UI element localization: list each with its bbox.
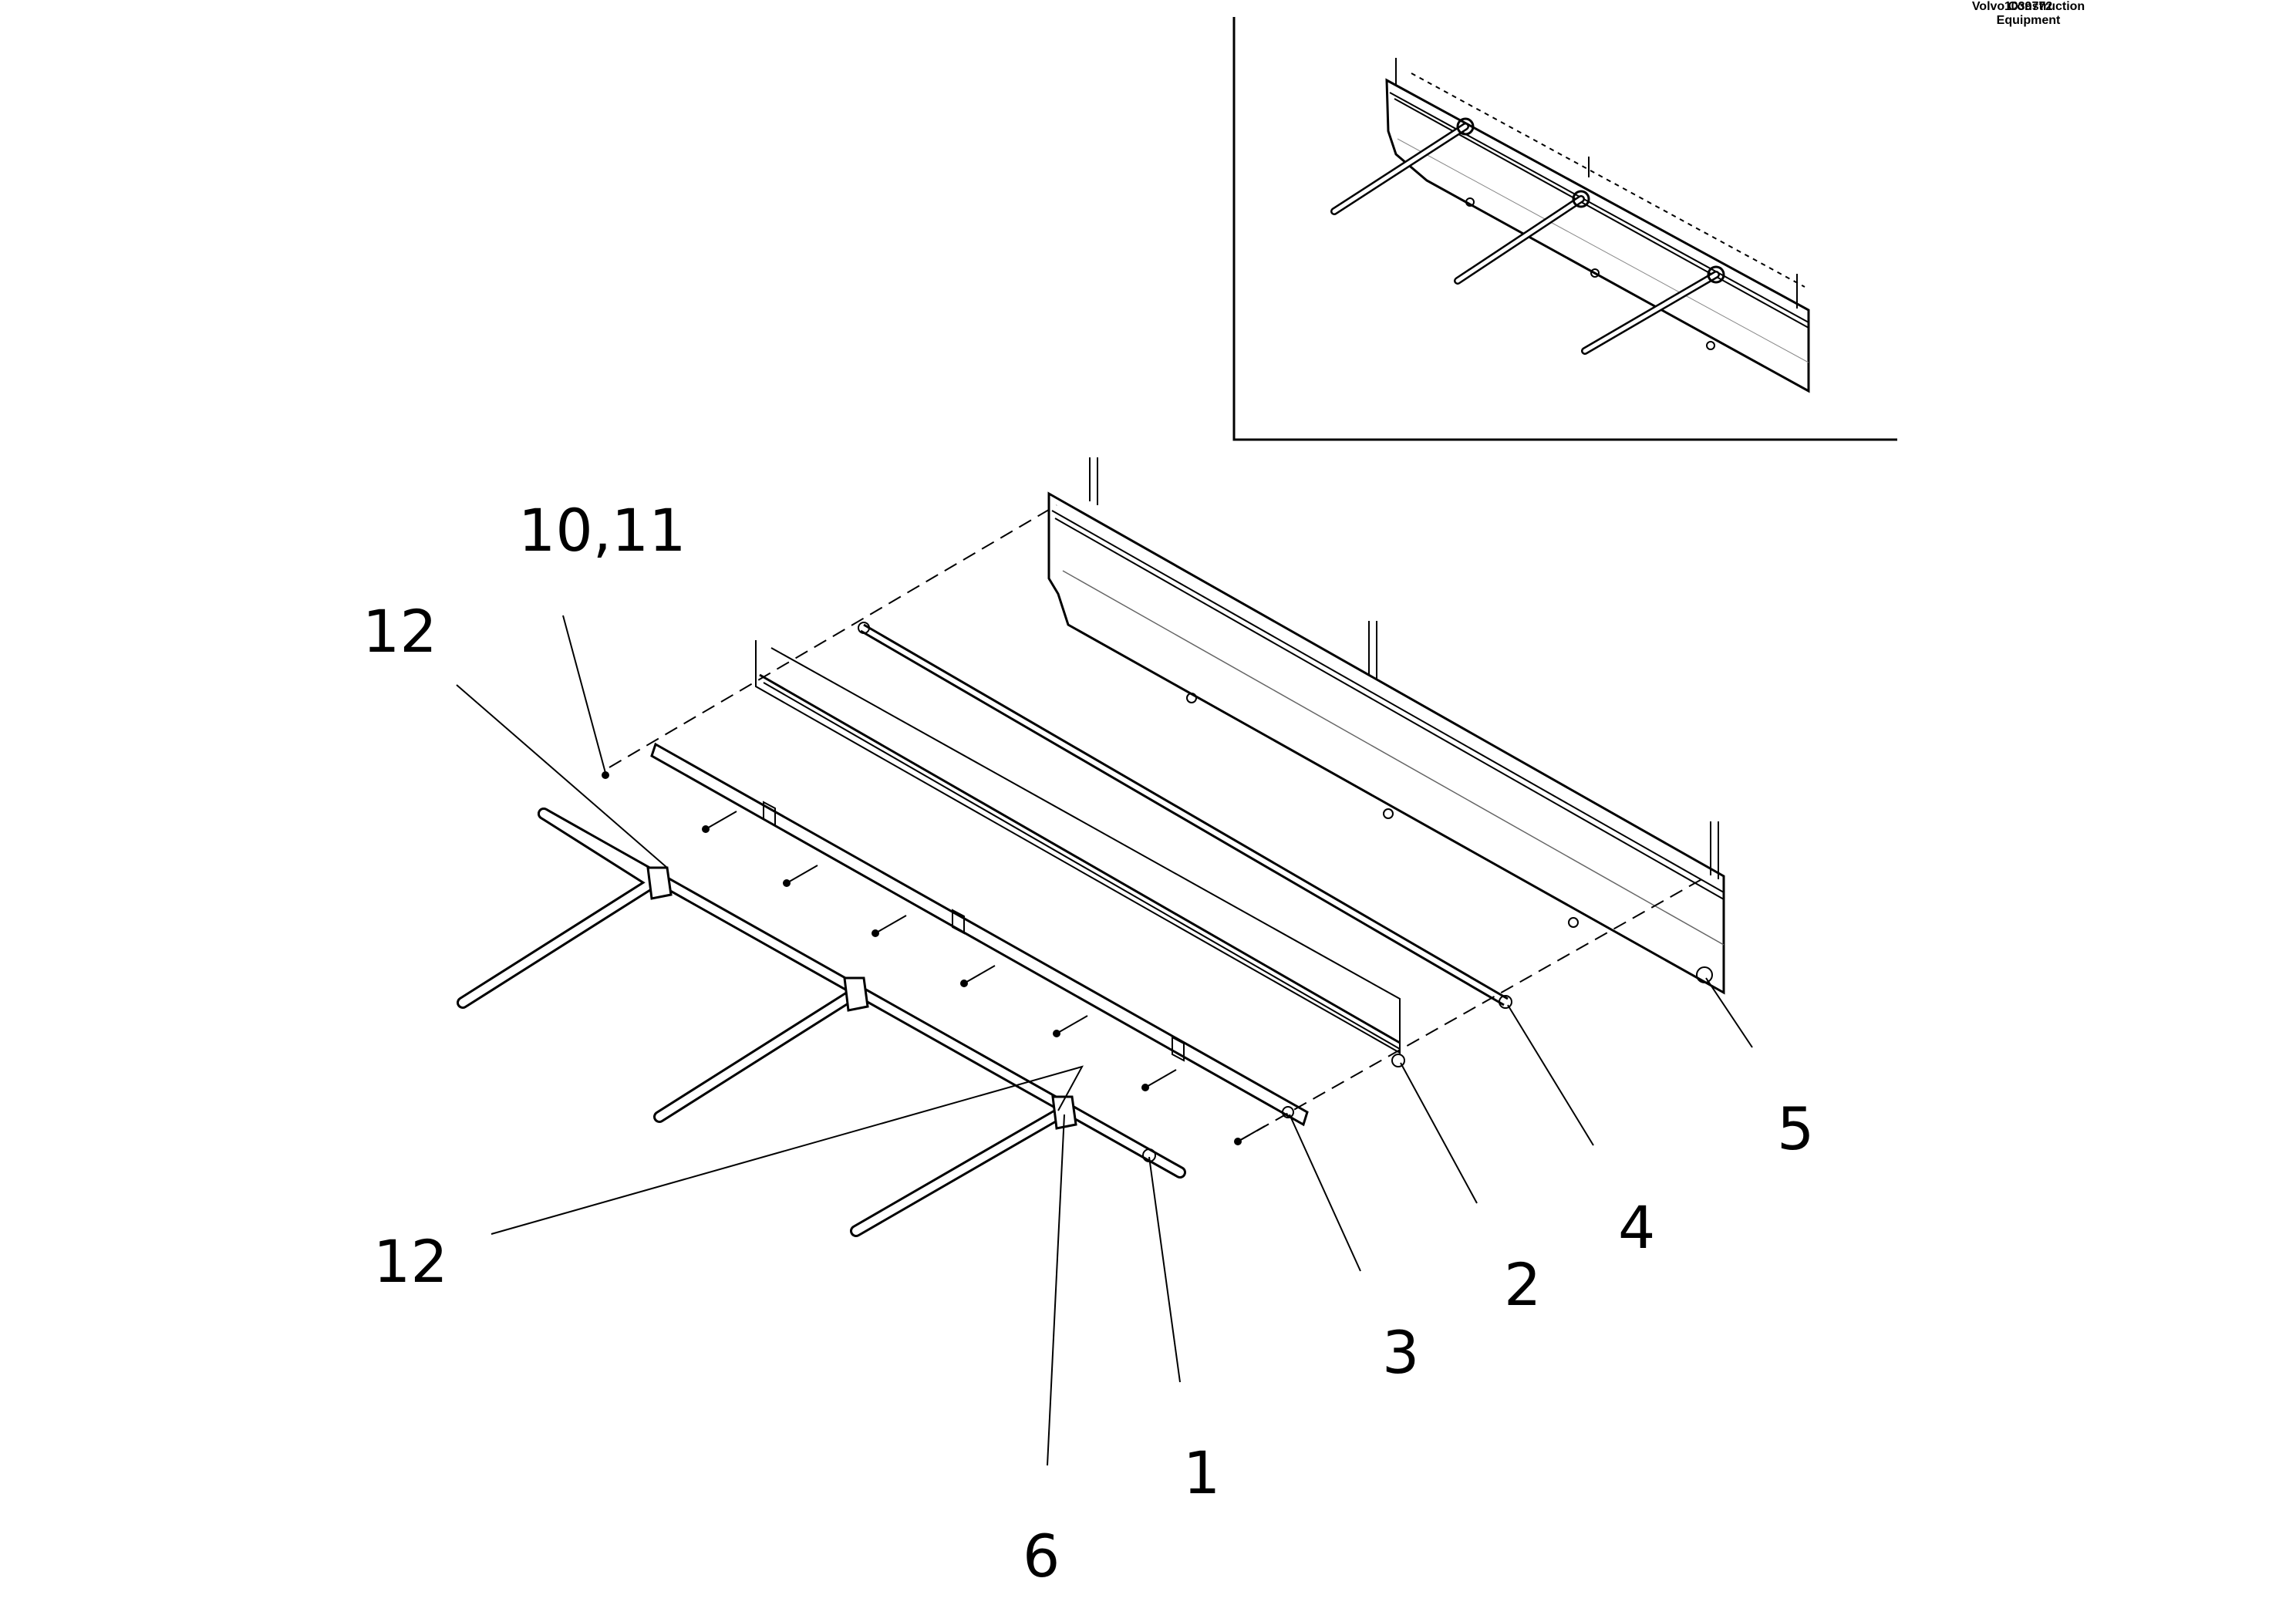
assembly-lines — [609, 504, 1705, 1142]
document-number: 1039772 — [2004, 0, 2053, 13]
leader-5 — [1705, 977, 1753, 1048]
company-line-2: Equipment — [1996, 14, 2061, 27]
leader-3 — [1289, 1114, 1361, 1272]
part-5-side-panel — [1047, 457, 1725, 995]
part-10-11-screws — [602, 771, 1266, 1145]
callout-4: 4 — [1618, 1193, 1655, 1262]
leader-12-lower — [491, 1065, 1084, 1235]
inset-frame — [1232, 17, 1897, 441]
callout-labels: 10,11 12 12 5 4 2 3 1 6 — [362, 496, 1814, 1590]
leader-lines — [456, 615, 1753, 1466]
callout-6: 6 — [1023, 1522, 1060, 1590]
part-2-strip — [755, 640, 1405, 1067]
callout-5: 5 — [1777, 1094, 1814, 1163]
leader-4 — [1507, 1004, 1594, 1146]
inset-panel — [1385, 78, 1810, 393]
leader-10-11 — [562, 615, 606, 774]
inset-overview — [1232, 17, 1897, 441]
part-6-rod-brackets — [646, 866, 1077, 1130]
leader-2 — [1400, 1062, 1478, 1204]
callout-12-upper: 12 — [362, 597, 437, 666]
part-1-rod-assembly — [457, 808, 1186, 1237]
inset-rods — [1330, 123, 1720, 355]
company-name: Volvo Construction Equipment — [1890, 0, 2167, 28]
company-line-1: Volvo Construction — [1971, 0, 2085, 13]
leader-1 — [1148, 1156, 1181, 1383]
leader-6 — [1047, 1114, 1065, 1466]
callout-3: 3 — [1382, 1318, 1419, 1387]
callout-1: 1 — [1183, 1438, 1220, 1507]
callout-2: 2 — [1504, 1250, 1541, 1319]
callout-12-lower: 12 — [373, 1227, 448, 1296]
leader-12-upper — [456, 684, 668, 868]
part-3-clamp-bar — [650, 742, 1309, 1127]
part-4-bar — [858, 622, 1512, 1009]
callout-10-11: 10,11 — [518, 496, 686, 565]
